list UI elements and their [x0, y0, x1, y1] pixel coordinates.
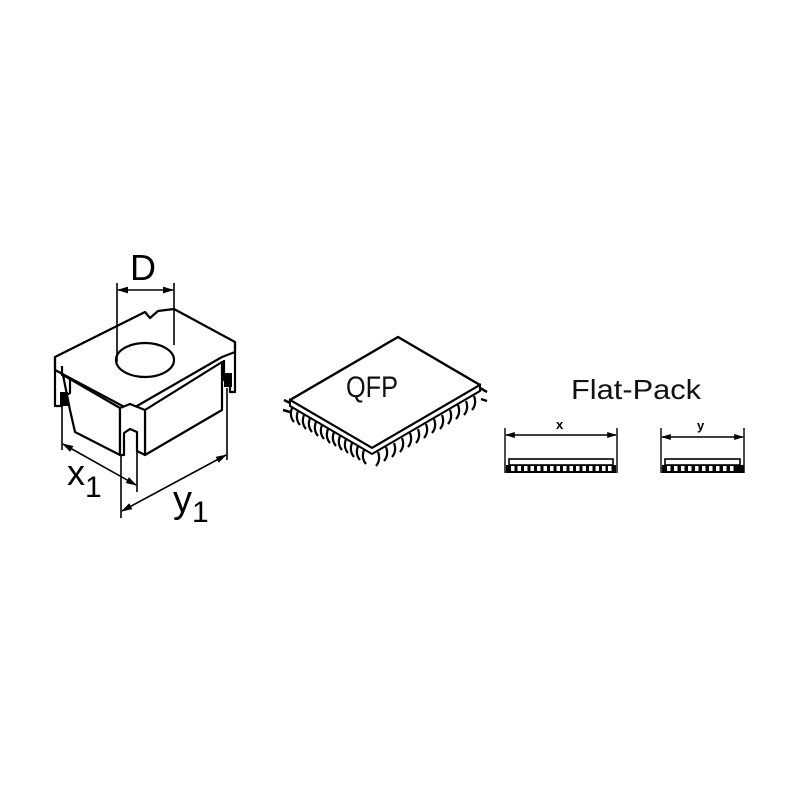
nozzle-hole: [114, 341, 176, 379]
label-y1: y1: [173, 479, 209, 529]
label-x: x: [556, 417, 564, 432]
flatpack-y-package: y: [660, 418, 745, 473]
flatpack-figure: Flat-Pack x: [504, 374, 745, 473]
flatpack-x-pins: [511, 466, 612, 471]
qfp-figure: QFP: [282, 335, 488, 467]
label-y: y: [697, 418, 705, 433]
label-d: D: [130, 247, 156, 288]
flatpack-x-package: x: [504, 417, 618, 473]
qfp-pins-left: [289, 407, 367, 465]
dimension-y1: [120, 388, 228, 518]
label-x1: x1: [67, 452, 102, 504]
nozzle-figure: [53, 307, 237, 457]
qfp-body-side: [289, 383, 481, 456]
qfp-pins-right: [375, 395, 477, 467]
label-flat-pack: Flat-Pack: [571, 374, 702, 405]
nozzle-notch: [118, 402, 147, 457]
flatpack-y-pins: [667, 466, 734, 471]
dimension-d: [116, 283, 175, 362]
qfp-pins-back: [282, 386, 488, 414]
label-qfp: QFP: [346, 371, 398, 404]
